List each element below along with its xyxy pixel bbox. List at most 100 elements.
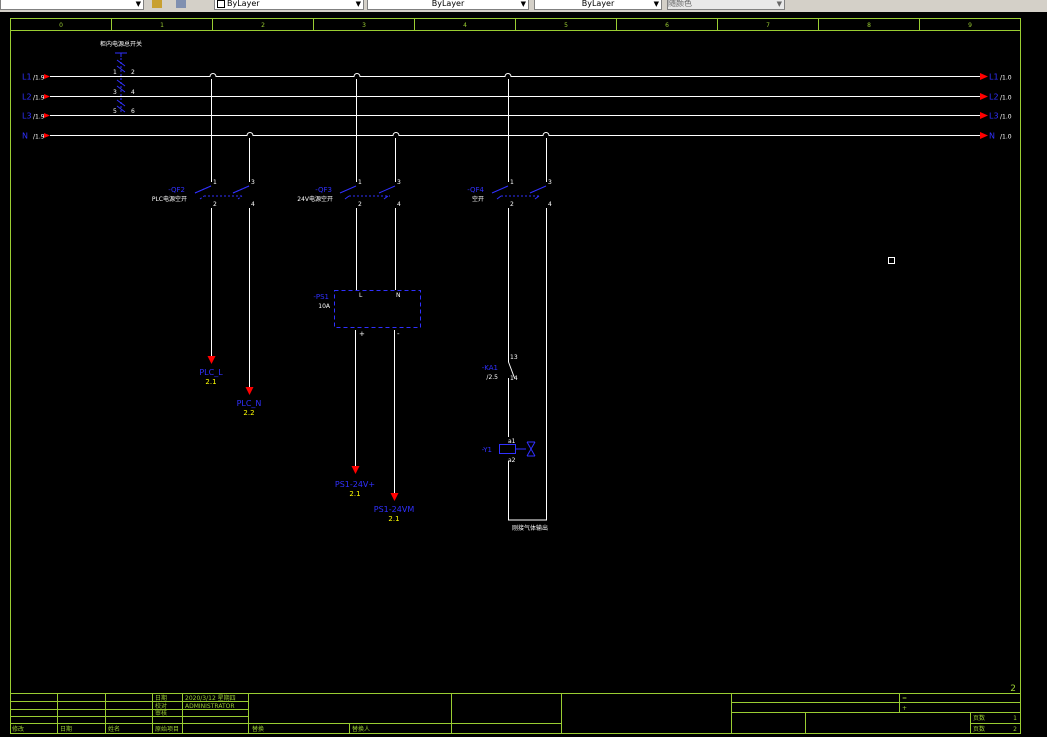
breaker-qf4: -QF4 空开 1 2 3 4 <box>467 179 552 208</box>
tb-pages-label: 页数 <box>973 725 985 733</box>
bus-ref-left: /1.9 <box>33 95 45 102</box>
tb-date-label: 日期 <box>155 694 167 702</box>
main-switch-pin-5: 5 <box>113 108 117 115</box>
tb-approve-label: 审核 <box>155 709 167 717</box>
breaker-qf3-tag: -QF3 <box>315 186 332 194</box>
output-ps1-24vm-ref: 2.1 <box>388 515 399 523</box>
main-switch-pin-4: 4 <box>131 89 135 96</box>
page-number: 2 <box>1010 684 1016 694</box>
bus-ref-left: /1.9 <box>33 114 45 121</box>
tb-col-replace: 替换 <box>252 725 264 733</box>
column-label: 1 <box>160 22 164 29</box>
breaker-qf2-pin-3: 3 <box>251 179 255 186</box>
bus-ref-left: /1.9 <box>33 134 45 141</box>
breaker-qf3-pin-2: 2 <box>358 201 362 208</box>
bus-label-right: L1 <box>989 73 999 82</box>
bus-label-left: L1 <box>22 73 32 82</box>
breaker-qf3-pin-4: 4 <box>397 201 401 208</box>
bus-ref-right: /1.0 <box>1000 95 1012 102</box>
contact-pin-13: 13 <box>510 354 518 361</box>
column-label: 8 <box>867 22 871 29</box>
tb-page-label: 页数 <box>973 714 985 722</box>
breaker-qf4-pin-4: 4 <box>548 201 552 208</box>
contact-tag: -KA1 <box>482 364 498 372</box>
bus-label-right: L3 <box>989 112 999 121</box>
main-switch-symbol-icon <box>115 52 127 113</box>
output-arrows <box>207 356 399 501</box>
plotstyle-combo[interactable]: 随颜色▼ <box>667 0 785 10</box>
busbar-lines <box>50 73 980 136</box>
bus-label-left: L3 <box>22 112 32 121</box>
breaker-qf2-tag: -QF2 <box>168 186 185 194</box>
psu-output-minus: - <box>397 330 400 338</box>
layer-properties-icon[interactable] <box>152 0 162 8</box>
main-switch-pin-1: 1 <box>113 69 117 76</box>
column-label: 2 <box>261 22 265 29</box>
tb-col-date: 日期 <box>60 725 72 733</box>
valve-pin-a2: a2 <box>508 457 516 464</box>
tb-plus: + <box>902 705 907 712</box>
power-supply-box <box>334 290 421 328</box>
column-label: 7 <box>766 22 770 29</box>
chevron-down-icon: ▼ <box>135 0 141 8</box>
arrow-right-icon <box>44 133 50 138</box>
toolbar-combo-left[interactable]: ▼ <box>0 0 144 10</box>
color-combo[interactable]: ByLayer ▼ <box>214 0 364 10</box>
bus-label-left: N <box>22 132 28 141</box>
breaker-qf2-pin-2: 2 <box>213 201 217 208</box>
valve-y1: -Y1 a1 a2 刚接气体输出 <box>482 438 548 532</box>
column-dividers <box>111 18 920 31</box>
main-switch-pin-3: 3 <box>113 89 117 96</box>
psu-rating: 10A <box>318 303 331 310</box>
valve-pin-a1: a1 <box>508 438 516 445</box>
bus-ref-right: /1.0 <box>1000 114 1012 121</box>
contact-pin-14: 14 <box>510 375 518 382</box>
arrow-right-icon <box>980 112 988 119</box>
bus-ref-right: /1.0 <box>1000 134 1012 141</box>
column-label: 3 <box>362 22 366 29</box>
main-switch-title: 柜内电源总开关 <box>100 40 142 48</box>
breaker-qf4-tag: -QF4 <box>467 186 484 194</box>
lineweight-combo[interactable]: ByLayer▼ <box>534 0 662 10</box>
valve-symbol-icon <box>516 441 536 457</box>
output-plc-l: PLC_L <box>199 368 223 377</box>
arrow-right-icon <box>44 94 50 99</box>
breaker-qf2-pin-4: 4 <box>251 201 255 208</box>
column-label: 0 <box>59 22 63 29</box>
bus-label-right: N <box>989 132 995 141</box>
tb-page-value: 1 <box>1013 715 1017 722</box>
bus-label-left: L2 <box>22 93 32 102</box>
color-combo-value: ByLayer <box>227 0 260 8</box>
lineweight-combo-value: ByLayer <box>581 0 615 8</box>
arrow-right-icon <box>44 74 50 79</box>
psu-tag: -PS1 <box>313 293 329 301</box>
title-block-text: 日期 2020/3/12 星期四 校对 ADMINISTRATOR 审核 修改 … <box>12 694 1017 733</box>
bus-label-right: L2 <box>989 93 999 102</box>
tb-col-name: 姓名 <box>108 725 120 733</box>
column-label: 6 <box>665 22 669 29</box>
output-plc-n-ref: 2.2 <box>243 409 254 417</box>
breaker-qf3-desc: 24V电源空开 <box>297 195 333 203</box>
layer-stack-icon[interactable] <box>176 0 186 8</box>
main-switch-pin-6: 6 <box>131 108 135 115</box>
breaker-qf3: -QF3 24V电源空开 1 2 3 4 <box>297 179 401 208</box>
chevron-down-icon: ▼ <box>355 0 361 8</box>
psu-input-n: N <box>396 292 401 299</box>
breaker-qf2-pin-1: 1 <box>213 179 217 186</box>
linetype-combo[interactable]: ByLayer▼ <box>367 0 529 10</box>
contact-symbol-icon <box>508 361 515 379</box>
arrow-down-icon <box>245 387 254 395</box>
breaker-qf3-pin-3: 3 <box>397 179 401 186</box>
color-swatch-icon <box>217 0 225 8</box>
linetype-combo-value: ByLayer <box>431 0 465 8</box>
breaker-qf3-symbol-icon <box>339 185 396 200</box>
tb-check-value: ADMINISTRATOR <box>185 703 235 710</box>
psu-input-l: L <box>359 292 363 299</box>
breaker-qf4-symbol-icon <box>491 185 547 200</box>
tb-col-orig: 原始项目 <box>155 725 179 733</box>
column-label: 5 <box>564 22 568 29</box>
tb-col-replaced-by: 替换人 <box>352 725 370 733</box>
solenoid-coil-icon <box>499 444 516 454</box>
